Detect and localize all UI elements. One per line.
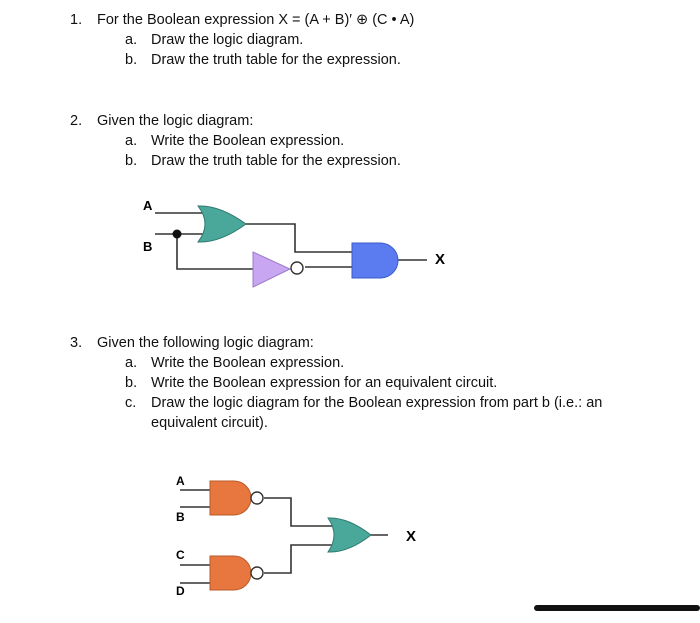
- junction-dot: [172, 229, 182, 239]
- question-1: 1. For the Boolean expression X = (A + B…: [0, 10, 700, 70]
- nand-gate-2-bubble: [250, 566, 264, 580]
- diagram-2-label-b: B: [143, 239, 152, 254]
- wire-nand2-to-or: [264, 544, 338, 574]
- wire-or-to-and: [243, 223, 352, 253]
- question-1-part-a-letter: a.: [125, 32, 138, 48]
- question-1-part-b-text: Draw the truth table for the expression.: [151, 52, 401, 68]
- question-2-number: 2.: [70, 113, 83, 129]
- question-3-part-b-letter: b.: [125, 375, 138, 391]
- diagram-3-label-b: B: [176, 510, 185, 524]
- question-3-number: 3.: [70, 335, 83, 351]
- diagram-2-label-a: A: [143, 198, 153, 213]
- question-2-stem: Given the logic diagram:: [97, 113, 254, 129]
- question-3-part-c-text: Draw the logic diagram for the Boolean e…: [151, 395, 603, 431]
- question-2-part-a-text: Write the Boolean expression.: [151, 133, 345, 149]
- question-1-stem: For the Boolean expression X = (A + B)′ …: [97, 12, 415, 28]
- diagram-3-label-a: A: [176, 474, 185, 488]
- not-gate-triangle: [252, 251, 292, 288]
- question-3-part-a-text: Write the Boolean expression.: [151, 355, 345, 371]
- not-gate-bubble: [290, 261, 304, 275]
- question-2-part-b-letter: b.: [125, 153, 138, 169]
- question-3-part-c-letter: c.: [125, 395, 137, 411]
- diagram-2-output-x: X: [435, 251, 445, 268]
- question-2-part-b-text: Draw the truth table for the expression.: [151, 153, 401, 169]
- or-gate-3: [327, 517, 372, 553]
- wire-nand1-to-or: [264, 497, 338, 527]
- and-gate: [351, 242, 399, 279]
- question-2: 2. Given the logic diagram: a. Write the…: [0, 111, 700, 171]
- question-3-part-a-letter: a.: [125, 355, 138, 371]
- question-3-part-b-text: Write the Boolean expression for an equi…: [151, 375, 498, 391]
- question-1-number: 1.: [70, 12, 83, 28]
- diagram-3-label-c: C: [176, 548, 185, 562]
- question-1-part-b-letter: b.: [125, 52, 138, 68]
- diagram-3-label-d: D: [176, 584, 185, 598]
- nand-gate-1: [209, 480, 252, 516]
- diagram-3-output-x: X: [406, 528, 416, 545]
- or-gate: [197, 205, 247, 243]
- question-3: 3. Given the following logic diagram: a.…: [0, 333, 700, 433]
- wire-b-to-not: [176, 234, 255, 270]
- home-indicator-bar[interactable]: [534, 605, 700, 611]
- question-1-part-a-text: Draw the logic diagram.: [151, 32, 304, 48]
- question-3-stem: Given the following logic diagram:: [97, 335, 314, 351]
- question-2-part-a-letter: a.: [125, 133, 138, 149]
- nand-gate-2: [209, 555, 252, 591]
- nand-gate-1-bubble: [250, 491, 264, 505]
